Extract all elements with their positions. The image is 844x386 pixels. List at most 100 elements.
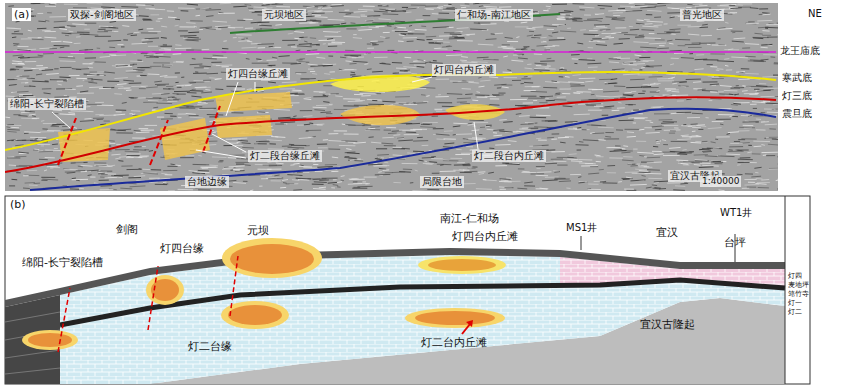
noise-stroke xyxy=(50,79,67,80)
noise-stroke xyxy=(437,6,443,8)
noise-stroke xyxy=(331,5,344,7)
noise-stroke xyxy=(128,177,141,178)
noise-stroke xyxy=(670,17,675,19)
noise-stroke xyxy=(144,55,154,57)
noise-stroke xyxy=(115,158,120,159)
noise-stroke xyxy=(15,28,21,29)
noise-stroke xyxy=(543,87,557,89)
noise-stroke xyxy=(717,68,724,70)
noise-stroke xyxy=(314,91,326,92)
noise-stroke xyxy=(201,167,217,168)
noise-stroke xyxy=(288,33,294,35)
noise-stroke xyxy=(330,71,335,72)
noise-stroke xyxy=(59,29,67,30)
seismic-ground xyxy=(5,3,778,191)
noise-stroke xyxy=(641,67,645,69)
noise-stroke xyxy=(744,93,759,94)
noise-stroke xyxy=(258,169,272,170)
noise-stroke xyxy=(409,63,426,64)
noise-stroke xyxy=(328,46,337,47)
noise-stroke xyxy=(298,61,309,63)
noise-stroke xyxy=(683,164,690,165)
noise-stroke xyxy=(219,160,223,161)
noise-stroke xyxy=(421,124,432,125)
noise-stroke xyxy=(45,81,49,82)
noise-stroke xyxy=(282,145,292,146)
noise-stroke xyxy=(566,18,583,19)
noise-stroke xyxy=(677,138,691,140)
noise-stroke xyxy=(164,65,173,66)
noise-stroke xyxy=(233,6,246,8)
noise-stroke xyxy=(761,101,770,103)
noise-stroke xyxy=(226,139,241,140)
noise-stroke xyxy=(148,46,161,47)
noise-stroke xyxy=(95,61,106,62)
noise-stroke xyxy=(348,158,357,160)
noise-stroke xyxy=(673,189,685,191)
noise-stroke xyxy=(536,166,545,167)
noise-stroke xyxy=(769,128,776,129)
noise-stroke xyxy=(194,26,197,28)
noise-stroke xyxy=(530,117,546,119)
noise-stroke xyxy=(521,78,530,79)
noise-stroke xyxy=(380,36,385,38)
noise-stroke xyxy=(734,87,740,89)
noise-stroke xyxy=(521,96,537,97)
noise-stroke xyxy=(85,106,90,108)
noise-stroke xyxy=(642,175,646,177)
noise-stroke xyxy=(716,70,720,72)
noise-stroke xyxy=(355,100,365,101)
noise-stroke xyxy=(115,64,130,65)
noise-stroke xyxy=(139,169,152,171)
noise-stroke xyxy=(275,136,278,137)
noise-stroke xyxy=(320,111,331,113)
noise-stroke xyxy=(752,153,761,154)
noise-stroke xyxy=(89,86,103,88)
noise-stroke xyxy=(282,81,297,83)
noise-stroke xyxy=(546,6,551,7)
noise-stroke xyxy=(437,102,452,103)
noise-stroke xyxy=(683,124,686,125)
noise-stroke xyxy=(499,131,512,132)
noise-stroke xyxy=(280,187,286,189)
noise-stroke xyxy=(406,132,416,134)
noise-stroke xyxy=(323,64,336,65)
noise-stroke xyxy=(54,27,65,29)
noise-stroke xyxy=(6,28,15,29)
noise-stroke xyxy=(579,7,595,8)
noise-stroke xyxy=(678,45,686,46)
noise-stroke xyxy=(592,133,604,135)
noise-stroke xyxy=(596,161,601,162)
noise-stroke xyxy=(761,121,769,123)
noise-stroke xyxy=(707,64,713,65)
noise-stroke xyxy=(173,53,182,55)
noise-stroke xyxy=(692,131,696,132)
noise-stroke xyxy=(372,44,378,46)
noise-stroke xyxy=(588,110,602,111)
noise-stroke xyxy=(551,139,557,140)
noise-stroke xyxy=(134,32,140,33)
noise-stroke xyxy=(127,33,133,34)
noise-stroke xyxy=(656,140,661,142)
noise-stroke xyxy=(657,3,671,4)
noise-stroke xyxy=(407,41,414,42)
noise-stroke xyxy=(679,81,687,83)
noise-stroke xyxy=(571,54,580,56)
noise-stroke xyxy=(42,88,52,89)
noise-stroke xyxy=(41,145,44,146)
noise-stroke xyxy=(698,89,706,91)
noise-stroke xyxy=(754,89,760,90)
noise-stroke xyxy=(154,81,162,83)
noise-stroke xyxy=(238,140,248,142)
noise-stroke xyxy=(346,149,351,150)
noise-stroke xyxy=(605,132,613,133)
noise-stroke xyxy=(663,144,668,145)
noise-stroke xyxy=(449,38,465,40)
noise-stroke xyxy=(623,95,633,96)
noise-stroke xyxy=(312,184,324,185)
noise-stroke xyxy=(148,31,161,32)
noise-stroke xyxy=(143,19,151,21)
noise-stroke xyxy=(74,43,81,44)
noise-stroke xyxy=(50,3,56,4)
noise-stroke xyxy=(46,73,59,75)
